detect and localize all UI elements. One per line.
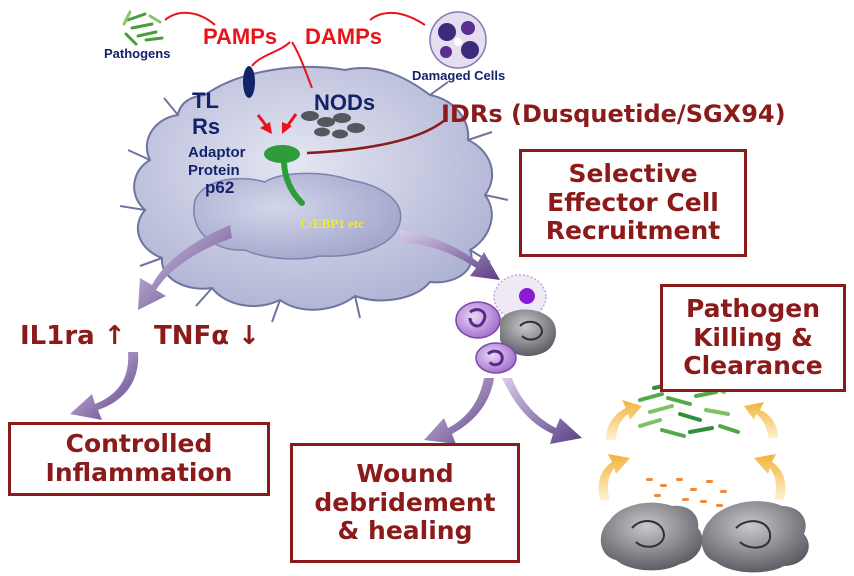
label-pamps: PAMPs: [203, 24, 278, 49]
label-tlrs-line1: TL: [192, 88, 219, 113]
label-damaged-cells: Damaged Cells: [412, 68, 506, 83]
clearance-cycle-arrows: [598, 400, 786, 500]
box-controlled-line2: Inflammation: [45, 458, 233, 487]
arrow-to-wound-healing: [424, 378, 494, 444]
label-tlrs-line2: Rs: [192, 114, 221, 139]
phagocyte-left: [600, 502, 703, 571]
phagocyte-right: [701, 501, 809, 573]
box-wound-line3: & healing: [337, 516, 473, 546]
label-damps: DAMPs: [305, 24, 383, 49]
label-il1ra: IL1ra ↑: [20, 321, 126, 351]
box-controlled-line1: Controlled: [65, 429, 213, 459]
box-controlled-inflammation: Controlled Inflammation: [8, 422, 270, 496]
idr-connector: [306, 119, 446, 155]
box-recruitment-line2: Effector Cell: [547, 187, 719, 217]
label-adaptor-line3: p62: [205, 178, 235, 197]
box-wound-line2: debridement: [314, 487, 496, 517]
damaged-cells-icon: [429, 11, 487, 69]
arrow-to-controlled-inflammation: [70, 352, 139, 420]
box-recruitment-line3: Recruitment: [545, 216, 721, 246]
box-selective-recruitment: Selective Effector Cell Recruitment: [519, 149, 747, 257]
box-killing-line1: Pathogen: [685, 293, 821, 323]
box-recruitment-line1: Selective: [568, 158, 698, 188]
label-idrs: IDRs (Dusquetide/SGX94): [441, 100, 786, 128]
box-pathogen-killing: Pathogen Killing & Clearance: [660, 284, 846, 392]
adaptor-signal-line: [281, 160, 305, 206]
arrow-to-effector-cells: [400, 230, 500, 280]
phagocyte-left-nucleus: [631, 520, 666, 548]
arrow-to-pathogen-killing: [502, 378, 582, 444]
effector-cells-cluster: [455, 274, 556, 374]
cell-protrusions: [119, 81, 509, 323]
label-pathogens: Pathogens: [104, 46, 171, 61]
box-killing-line3: Clearance: [683, 351, 823, 381]
label-tnfa: TNFα ↓: [154, 321, 260, 351]
cell-nucleus: [193, 172, 402, 260]
box-wound-healing: Wound debridement & healing: [290, 443, 520, 563]
arrow-to-cytokines: [138, 225, 232, 310]
label-cebp: C/EBP1 etc: [300, 216, 364, 231]
box-killing-line2: Killing &: [693, 322, 813, 352]
label-nods: NODs: [314, 90, 376, 115]
nod-receptor-icon: [301, 111, 365, 139]
pamp-damp-connectors: [164, 11, 426, 89]
tlr-receptor-icon: [243, 66, 255, 98]
debris-fragments: [646, 478, 727, 509]
label-adaptor-line2: Protein: [188, 162, 240, 179]
activation-arrows: [256, 113, 298, 134]
label-adaptor-line1: Adaptor: [188, 144, 246, 161]
adaptor-protein-icon: [264, 145, 300, 163]
phagocyte-right-nucleus: [735, 520, 772, 549]
box-wound-line1: Wound: [356, 458, 454, 488]
pathogens-icon: [122, 10, 164, 46]
